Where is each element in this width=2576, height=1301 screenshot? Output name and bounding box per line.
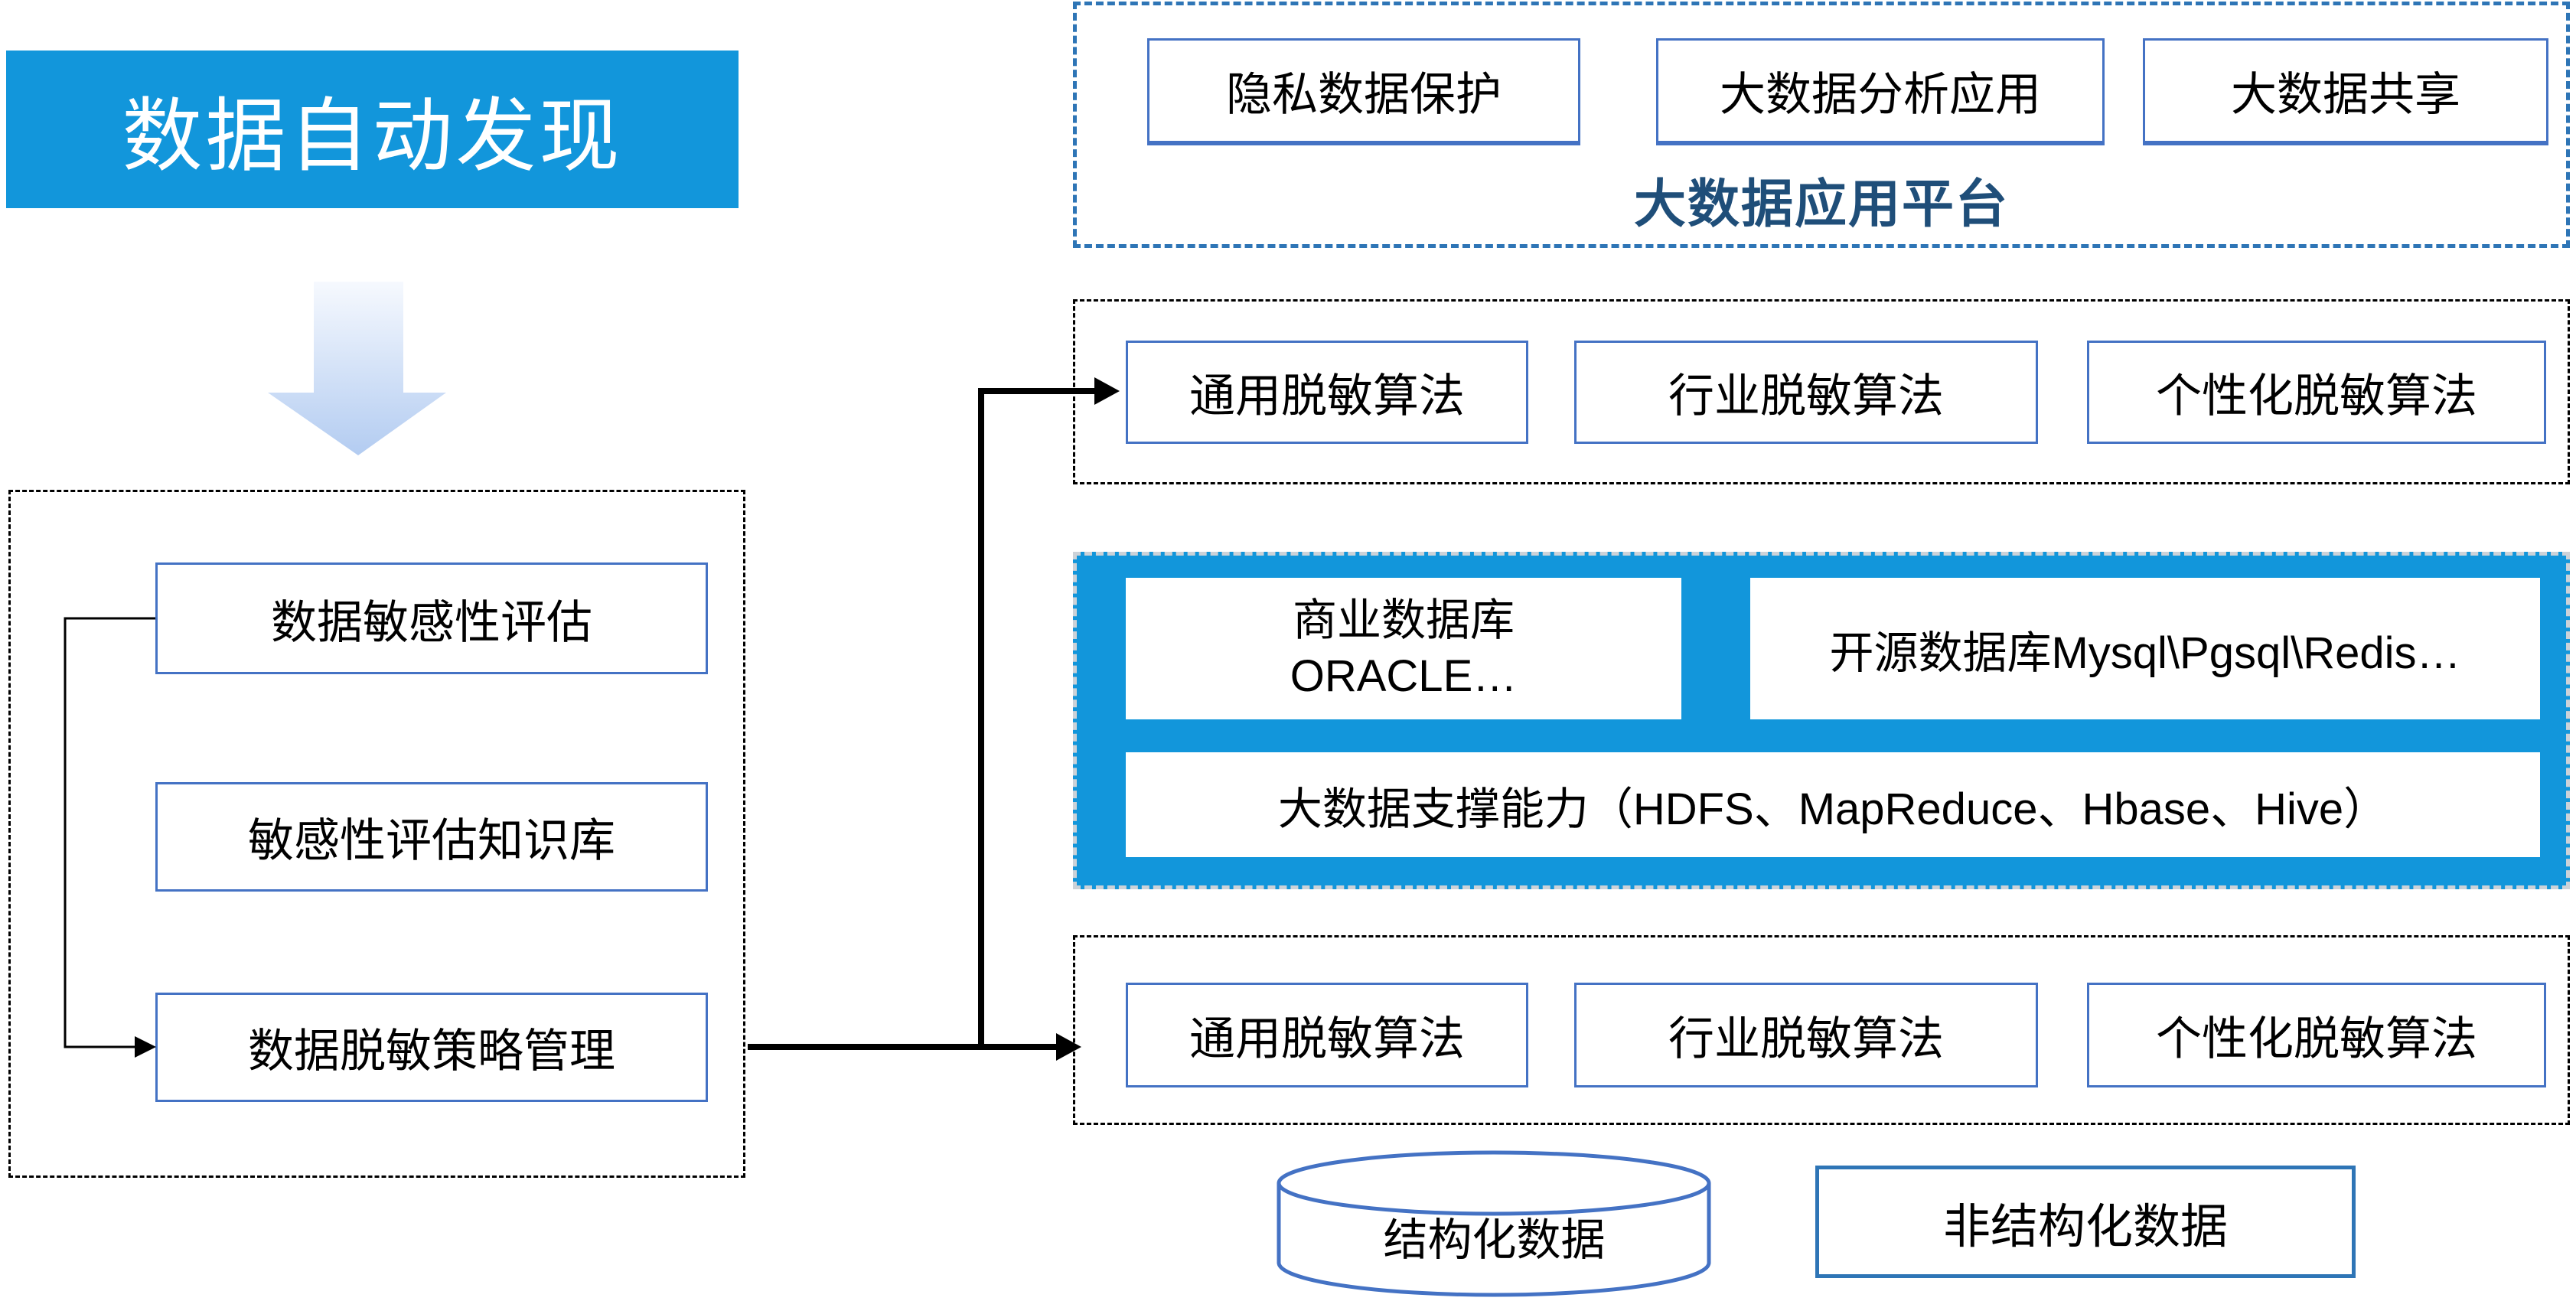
box-label: 个性化脱敏算法 (2156, 1013, 2477, 1065)
label-text: 非结构化数据 (1942, 1200, 2228, 1254)
commercial-db-line2: ORACLE… (1290, 650, 1518, 701)
label-text: 结构化数据 (1383, 1215, 1606, 1265)
commercial-db-line1: 商业数据库 (1292, 595, 1515, 645)
open-source-db-box: 开源数据库Mysql\Pgsql\Redis… (1750, 578, 2540, 719)
unstructured-data-box: 非结构化数据 (1815, 1166, 2356, 1278)
discovery-box-sensitivity-assessment: 数据敏感性评估 (155, 562, 708, 674)
box-label: 大数据共享 (2231, 69, 2460, 120)
discovery-box-strategy-management: 数据脱敏策略管理 (155, 993, 708, 1102)
masking-bottom-box-generic: 通用脱敏算法 (1126, 983, 1528, 1087)
bigdata-support-box: 大数据支撑能力（HDFS、MapReduce、Hbase、Hive） (1126, 752, 2540, 857)
app-box-data-sharing: 大数据共享 (2143, 38, 2548, 145)
app-box-privacy-protection: 隐私数据保护 (1147, 38, 1580, 145)
masking-top-box-industry: 行业脱敏算法 (1574, 341, 2038, 444)
title-box: 数据自动发现 (6, 51, 739, 208)
box-label: 行业脱敏算法 (1668, 1013, 1944, 1065)
app-platform-panel (1073, 2, 2570, 248)
box-label: 数据脱敏策略管理 (248, 1025, 615, 1077)
discovery-box-knowledge-base: 敏感性评估知识库 (155, 782, 708, 892)
box-label: 通用脱敏算法 (1189, 1013, 1465, 1065)
app-box-analytics-application: 大数据分析应用 (1656, 38, 2105, 145)
discovery-panel (8, 490, 745, 1178)
caption-label: 大数据应用平台 (1633, 174, 2009, 233)
masking-top-box-personalized: 个性化脱敏算法 (2087, 341, 2546, 444)
box-label: 数据敏感性评估 (271, 596, 592, 648)
open-source-db-label: 开源数据库Mysql\Pgsql\Redis… (1829, 628, 2461, 678)
database-cylinder-icon (1277, 1150, 1711, 1297)
box-label: 敏感性评估知识库 (248, 815, 615, 866)
app-platform-caption: 大数据应用平台 (1073, 159, 2570, 239)
bigdata-support-label: 大数据支撑能力（HDFS、MapReduce、Hbase、Hive） (1277, 784, 2389, 834)
title-label: 数据自动发现 (122, 92, 623, 181)
commercial-db-box: 商业数据库 ORACLE… (1126, 578, 1681, 719)
box-label: 通用脱敏算法 (1189, 370, 1465, 422)
masking-top-box-generic: 通用脱敏算法 (1126, 341, 1528, 444)
box-label: 行业脱敏算法 (1668, 370, 1944, 422)
masking-bottom-box-industry: 行业脱敏算法 (1574, 983, 2038, 1087)
structured-data-label: 结构化数据 (1270, 1194, 1718, 1278)
box-label: 个性化脱敏算法 (2156, 370, 2477, 422)
box-label: 隐私数据保护 (1226, 69, 1502, 120)
box-label: 大数据分析应用 (1720, 69, 2041, 120)
masking-bottom-box-personalized: 个性化脱敏算法 (2087, 983, 2546, 1087)
